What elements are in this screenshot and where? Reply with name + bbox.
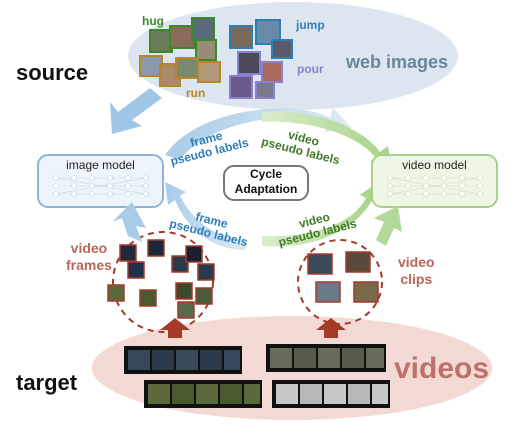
cycle-adaptation-box: Cycle Adaptation xyxy=(223,165,309,201)
neural-network-icon xyxy=(387,175,483,197)
video-clip-thumbnails xyxy=(307,251,379,303)
image-model-label: image model xyxy=(66,158,135,172)
action-label-hug: hug xyxy=(142,14,164,28)
target-label: target xyxy=(16,370,78,395)
video-pseudo-labels-bottom-arrow xyxy=(262,182,380,247)
action-label-run: run xyxy=(186,86,206,100)
film-strip-icon xyxy=(144,380,262,408)
video-clips-cluster xyxy=(297,239,383,325)
video-frames-cluster xyxy=(112,231,214,333)
frames-to-image-model-arrow xyxy=(112,202,146,242)
video-model-label: video model xyxy=(402,158,467,172)
target-to-frames-arrow xyxy=(160,318,190,338)
clips-to-video-model-arrow xyxy=(374,206,402,246)
film-strip-icon xyxy=(266,344,386,372)
target-to-clips-arrow xyxy=(316,318,346,338)
source-label: source xyxy=(16,60,89,85)
action-label-jump: jump xyxy=(296,18,325,32)
web-images-label: web images xyxy=(346,52,449,72)
film-strip-icon xyxy=(124,346,242,374)
web-image-thumbnails xyxy=(139,17,293,99)
action-label-pour: pour xyxy=(297,62,324,76)
frame-pseudo-labels-bottom-arrow xyxy=(165,182,245,250)
film-strip-icon xyxy=(272,380,390,408)
frame-pseudo-labels-top-arrow xyxy=(165,108,352,160)
videos-label: videos xyxy=(394,352,490,385)
video-clips-label: video clips xyxy=(398,254,435,287)
neural-network-icon xyxy=(53,175,149,197)
cycle-label-line1: Cycle xyxy=(249,167,283,181)
source-to-image-model-arrow xyxy=(110,88,162,134)
video-frame-thumbnails xyxy=(107,239,215,319)
video-frames-label: video frames xyxy=(66,240,112,273)
cycle-label-line2: Adaptation xyxy=(234,182,298,196)
